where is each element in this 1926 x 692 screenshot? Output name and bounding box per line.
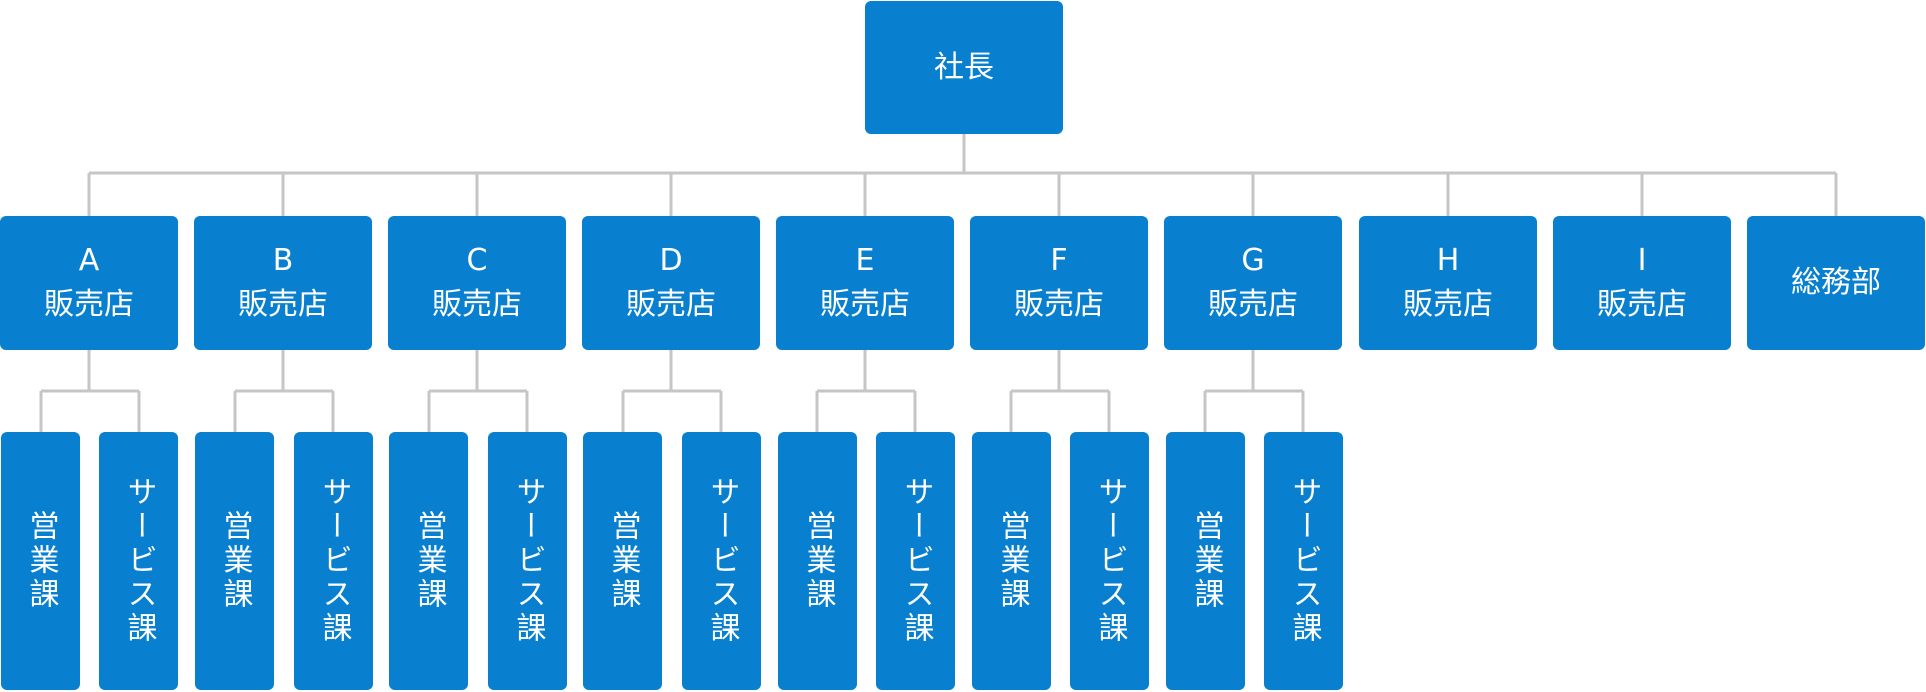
node-store-a[interactable]: A 販売店	[0, 216, 178, 350]
node-general-affairs[interactable]: 総務部	[1747, 216, 1925, 350]
node-store-letter: G	[1241, 243, 1265, 278]
node-service-section[interactable]: サービス課	[488, 432, 567, 690]
node-store-b[interactable]: B 販売店	[194, 216, 372, 350]
node-section-label: サービス課	[510, 476, 546, 646]
node-store-f[interactable]: F 販売店	[970, 216, 1148, 350]
node-label: 販売店	[432, 287, 522, 322]
node-sales-section[interactable]: 営業課	[972, 432, 1051, 690]
node-sales-section[interactable]: 営業課	[195, 432, 274, 690]
node-section-label: サービス課	[1286, 476, 1322, 646]
node-section-label: 営業課	[23, 510, 59, 612]
node-store-d[interactable]: D 販売店	[582, 216, 760, 350]
node-section-label: サービス課	[898, 476, 934, 646]
node-store-i[interactable]: I 販売店	[1553, 216, 1731, 350]
node-store-e[interactable]: E 販売店	[776, 216, 954, 350]
node-service-section[interactable]: サービス課	[1264, 432, 1343, 690]
node-section-label: 営業課	[994, 510, 1030, 612]
node-label: 総務部	[1791, 265, 1881, 300]
node-service-section[interactable]: サービス課	[99, 432, 178, 690]
node-sales-section[interactable]: 営業課	[389, 432, 468, 690]
node-section-label: 営業課	[605, 510, 641, 612]
node-store-h[interactable]: H 販売店	[1359, 216, 1537, 350]
node-store-c[interactable]: C 販売店	[388, 216, 566, 350]
node-section-label: サービス課	[704, 476, 740, 646]
node-section-label: 営業課	[411, 510, 447, 612]
node-store-letter: I	[1637, 243, 1647, 278]
node-store-letter: A	[78, 243, 100, 278]
node-label: 販売店	[1208, 287, 1298, 322]
node-president[interactable]: 社長	[865, 1, 1063, 134]
node-store-letter: C	[466, 243, 488, 278]
node-section-label: サービス課	[1092, 476, 1128, 646]
node-label: 販売店	[820, 287, 910, 322]
node-label: 販売店	[1597, 287, 1687, 322]
node-section-label: 営業課	[1188, 510, 1224, 612]
node-service-section[interactable]: サービス課	[876, 432, 955, 690]
node-section-label: サービス課	[316, 476, 352, 646]
node-store-letter: E	[855, 243, 875, 278]
node-label: 販売店	[626, 287, 716, 322]
node-store-letter: H	[1436, 243, 1460, 278]
node-service-section[interactable]: サービス課	[1070, 432, 1149, 690]
node-store-letter: F	[1050, 243, 1068, 278]
node-section-label: 営業課	[217, 510, 253, 612]
node-president-label: 社長	[934, 49, 994, 85]
node-store-g[interactable]: G 販売店	[1164, 216, 1342, 350]
node-label: 販売店	[44, 287, 134, 322]
node-service-section[interactable]: サービス課	[294, 432, 373, 690]
node-service-section[interactable]: サービス課	[682, 432, 761, 690]
node-label: 販売店	[1403, 287, 1493, 322]
node-section-label: 営業課	[800, 510, 836, 612]
node-sales-section[interactable]: 営業課	[778, 432, 857, 690]
node-store-letter: D	[659, 243, 683, 278]
node-sales-section[interactable]: 営業課	[1166, 432, 1245, 690]
node-store-letter: B	[272, 243, 294, 278]
node-section-label: サービス課	[121, 476, 157, 646]
node-sales-section[interactable]: 営業課	[1, 432, 80, 690]
node-sales-section[interactable]: 営業課	[583, 432, 662, 690]
node-label: 販売店	[1014, 287, 1104, 322]
node-label: 販売店	[238, 287, 328, 322]
